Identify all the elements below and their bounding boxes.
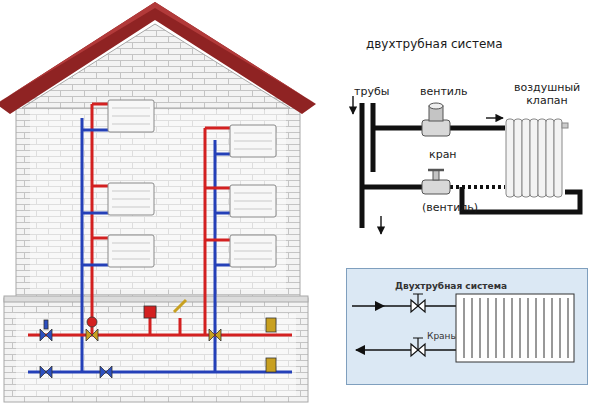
flow-arrow [353,96,503,234]
valve-symbol [422,120,450,136]
heating-pipes [82,130,108,265]
radiator-symbol [456,294,574,362]
valve-symbol [413,338,423,350]
radiator-symbol [514,119,522,197]
heating-pipes [28,334,292,337]
flow-arrow [352,306,456,350]
house-walls [4,298,308,402]
basement-valve [174,300,186,312]
house-walls [4,98,308,402]
pipe-schematic [362,103,580,228]
basement-valve [87,317,97,327]
flow-arrow [352,305,384,307]
part-label: воздушный клапан [514,81,580,107]
flow-arrow [356,349,388,351]
basement-valve [44,320,48,329]
house-radiator [108,100,276,267]
valve-symbol [429,103,443,109]
basement-valve [266,318,276,332]
basement-valve [86,329,98,341]
roof [0,2,316,114]
valve-symbol [411,300,425,312]
heating-pipes [28,371,292,374]
heating-pipes [215,154,230,265]
roof [0,2,316,114]
basement-valve [209,329,221,341]
radiator-symbol [456,294,574,362]
basement-valve [40,329,52,341]
basement-valve [40,300,276,378]
radiator-symbol [522,119,530,197]
box-label: Краны [427,331,458,342]
basement-valve [100,366,112,378]
heating-pipes [204,128,207,335]
radiator-symbol [464,298,568,358]
house-radiator [112,108,272,259]
pipe-schematic [371,103,376,172]
flow-arrow [486,117,503,118]
radiator-symbol [538,119,546,197]
house-walls [30,110,286,290]
heating-pipes [28,104,292,372]
roof [0,2,316,104]
flow-arrow [388,349,456,351]
flow-arrow [380,216,381,234]
box-heading: Двухтрубная система [371,281,531,292]
radiator-symbol [506,119,514,197]
valve-symbol [428,169,444,172]
house-walls [16,314,296,396]
valve-symbol [433,170,439,180]
part-label: вентиль [420,85,468,98]
basement-valve [266,358,276,372]
valve-symbol [413,294,423,306]
heating-pipes [214,140,217,372]
radiator-symbol [562,123,568,128]
pipe-schematic [362,185,424,190]
heating-pipes [205,128,230,240]
valve-symbol [411,294,425,356]
house-walls [16,98,300,302]
radiator-symbol [554,119,562,197]
heating-pipes [150,318,180,335]
radiator-symbol [530,119,538,197]
heating-pipes [92,104,108,238]
heating-pipes [91,104,94,335]
part-label: трубы [354,85,389,98]
valve-symbol [411,344,425,356]
diagram-title: двухтрубная система [366,37,503,51]
info-box: Двухтрубная системаКраны [346,268,588,385]
radiator-symbol [506,119,568,197]
basement-valve [40,366,52,378]
pipe-schematic [360,103,365,228]
radiator-symbol [546,119,554,197]
valve-symbol [422,180,450,194]
part-label: кран [429,148,457,161]
flow-arrow [352,96,353,114]
pipe-schematic [450,185,505,189]
house-walls [4,296,308,302]
flow-arrow [384,305,456,307]
part-label: (вентиль) [422,201,478,214]
basement-valve [144,306,156,318]
